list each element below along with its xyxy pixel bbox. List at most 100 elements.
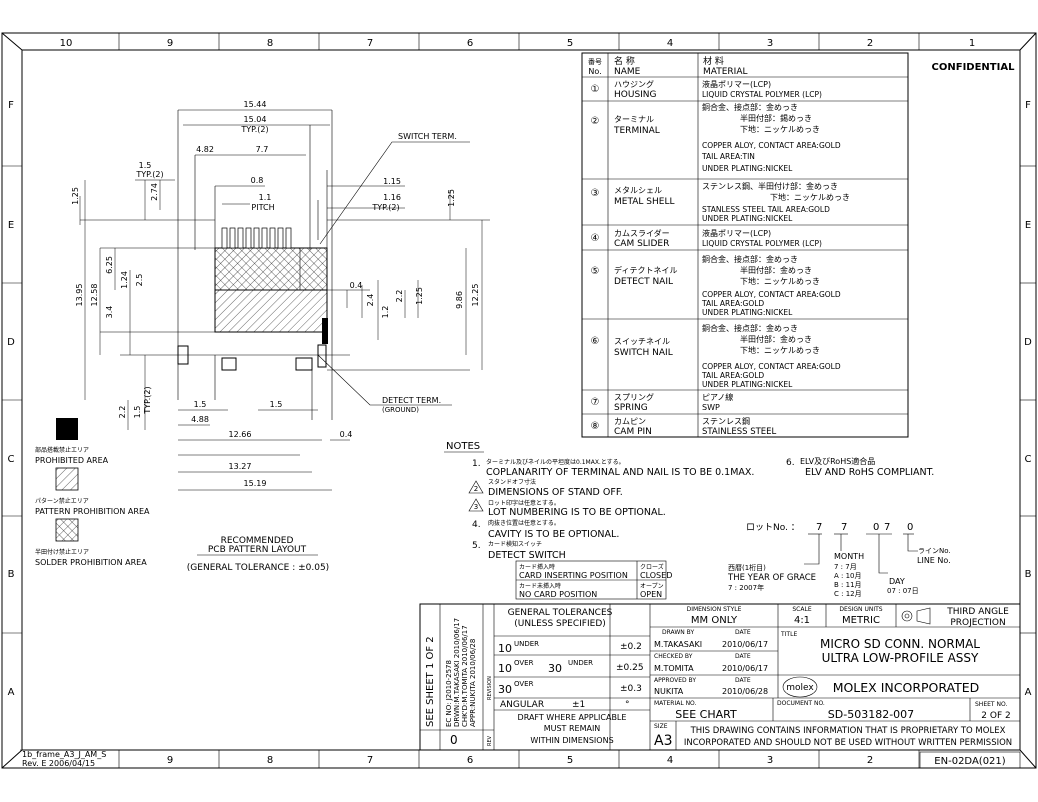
dim-label: 15.44	[244, 100, 267, 109]
part-name-jp: メタルシェル	[614, 186, 662, 195]
molex-logo-text: molex	[786, 683, 814, 693]
tol-word: OVER	[514, 659, 534, 667]
col-number: 1	[969, 38, 975, 49]
tol-num: 10	[498, 642, 512, 655]
part-material: STANLESS STEEL TAIL AREA:GOLD	[702, 205, 830, 214]
part-material: 液晶ポリマー(LCP)	[702, 79, 771, 89]
col-number: 8	[267, 755, 273, 766]
part-material: 半田付部：金めっき	[740, 265, 812, 275]
dim-label: 12.66	[229, 430, 252, 439]
rev-entry: APPR:NUKITA 2010/06/28	[469, 639, 477, 727]
note-6: ELV AND RoHS COMPLIANT.	[805, 467, 934, 478]
switch-value: OPEN	[640, 590, 662, 599]
note-4-jp: 肉抜き位置は任意とする。	[488, 519, 560, 527]
note-5-jp: カード検知スイッチ	[488, 540, 542, 548]
col-number: 9	[167, 38, 173, 49]
col-number: 7	[367, 755, 373, 766]
notes-title: NOTES	[446, 441, 480, 452]
dim-label: TYP.(2)	[371, 203, 399, 212]
parts-head-no-jp: 番号	[588, 58, 602, 66]
lot-month-value: C : 12月	[834, 590, 862, 598]
col-number: 5	[567, 755, 573, 766]
dim-label: 0.4	[340, 430, 353, 439]
rev-number: 0	[450, 733, 458, 747]
part-no: ⑤	[591, 266, 600, 277]
checked-date: 2010/06/17	[722, 664, 768, 673]
part-material: 半田付部：錫めっき	[740, 113, 812, 123]
lot-month-value: 7 : 7月	[834, 563, 857, 571]
material-no: SEE CHART	[675, 708, 737, 721]
col-number: 6	[467, 38, 473, 49]
dim-label: 7.7	[256, 145, 269, 154]
note-3: LOT NUMBERING IS TO BE OPTIONAL.	[488, 507, 666, 518]
col-number: 3	[767, 755, 773, 766]
rev-label: REV	[487, 735, 493, 746]
part-material: LIQUID CRYSTAL POLYMER (LCP)	[702, 90, 822, 99]
legend-prohibited-jp: 部品搭載禁止エリア	[35, 446, 89, 454]
row-letter: C	[1025, 454, 1032, 465]
approved-by: NUKITA	[654, 687, 684, 696]
dim-label: 1.5	[133, 406, 142, 419]
draft-2: MUST REMAIN	[544, 724, 601, 733]
part-name-jp: ターミナル	[614, 115, 654, 124]
part-no: ⑥	[591, 336, 600, 347]
tol-word: OVER	[514, 680, 534, 688]
material-label: MATERIAL NO.	[654, 700, 697, 707]
note-number: 1.	[472, 459, 481, 469]
proprietary-2: INCORPORATED AND SHOULD NOT BE USED WITH…	[684, 738, 1012, 748]
lot-label: ロットNo. ：	[746, 523, 800, 533]
lot-month: MONTH	[834, 552, 864, 561]
proprietary-1: THIS DRAWING CONTAINS INFORMATION THAT I…	[690, 726, 1006, 736]
lot-year: THE YEAR OF GRACE	[727, 573, 816, 583]
dim-label: 2.4	[366, 294, 375, 307]
part-material: UNDER PLATING:NICKEL	[702, 380, 793, 389]
part-name-jp: カムピン	[614, 417, 646, 426]
lot-year-value: 7 : 2007年	[728, 583, 764, 592]
row-letter: B	[8, 569, 15, 580]
draft-1: DRAFT WHERE APPLICABLE	[518, 713, 627, 722]
col-number: 2	[867, 38, 873, 49]
lot-line-jp: ラインNo.	[918, 547, 951, 555]
dim-label: 1.15	[383, 177, 401, 186]
form-code: EN-02DA(021)	[934, 756, 1005, 767]
part-no: ④	[591, 233, 600, 244]
tol-value: ±0.25	[616, 663, 644, 673]
recommended-title2: PCB PATTERN LAYOUT	[208, 545, 307, 555]
note-number: 2	[474, 485, 478, 493]
tol-word: UNDER	[514, 640, 539, 648]
dim-label: 1.25	[71, 187, 80, 205]
dim-label: TYP.(2)	[240, 125, 268, 134]
title-label: TITLE	[780, 631, 797, 638]
part-material: 銅合金、接点部：金めっき	[702, 102, 798, 112]
date-label: DATE	[735, 677, 751, 684]
rev-entry: EC NO: J2010-2578	[445, 660, 453, 727]
detect-switch-table: カード挿入時 CARD INSERTING POSITION クローズ CLOS…	[515, 560, 672, 600]
part-name-jp: スプリング	[614, 392, 654, 402]
legend: 部品搭載禁止エリア PROHIBITED AREA パターン禁止エリア PATT…	[35, 418, 329, 573]
part-name-jp: カムスライダー	[614, 228, 670, 238]
parts-head-mat: MATERIAL	[703, 67, 748, 77]
tol-num: 10	[498, 662, 512, 675]
dim-label: 1.1	[259, 193, 272, 202]
note-2: DIMENSIONS OF STAND OFF.	[488, 487, 623, 498]
dim-label: 2.74	[150, 183, 159, 201]
sheet-no: 2 OF 2	[981, 711, 1010, 721]
dim-label: 1.16	[383, 193, 401, 202]
note-number: 3	[474, 503, 478, 511]
dim-label: 9.86	[455, 291, 464, 309]
dim-label: TYP.(2)	[135, 170, 163, 179]
part-material: UNDER PLATING:NICKEL	[702, 214, 793, 223]
note-number: 6.	[786, 458, 795, 468]
part-name-jp: スイッチネイル	[614, 337, 670, 346]
parts-head-name: NAME	[614, 67, 641, 77]
lot-char: 7	[841, 522, 847, 533]
part-material: 下地：ニッケルめっき	[740, 276, 820, 286]
tol-value: ±0.2	[620, 642, 642, 652]
part-material: 半田付部：金めっき	[740, 334, 812, 344]
dim-style: MM ONLY	[691, 615, 738, 626]
row-letter: C	[8, 454, 15, 465]
dim-label: 1.5	[139, 161, 152, 170]
legend-pattern-jp: パターン禁止エリア	[35, 497, 89, 505]
dim-label: 12.58	[90, 284, 99, 307]
part-name: DETECT NAIL	[614, 277, 673, 287]
